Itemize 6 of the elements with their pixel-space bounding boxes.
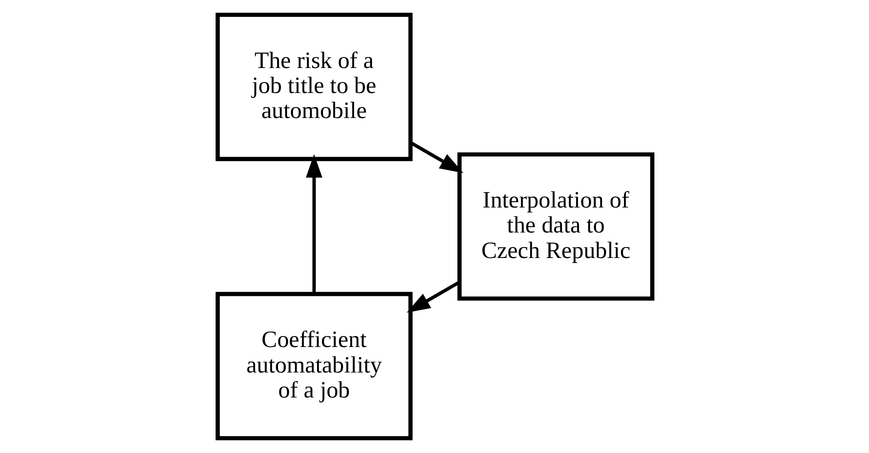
node-box: Coefficient automatability of a job (215, 292, 412, 440)
arrow (305, 154, 322, 294)
node-box: The risk of a job title to be automobile (215, 12, 412, 162)
arrow (410, 141, 463, 174)
node-box: Interpolation of the data to Czech Republic (456, 152, 654, 301)
arrow (406, 281, 460, 313)
